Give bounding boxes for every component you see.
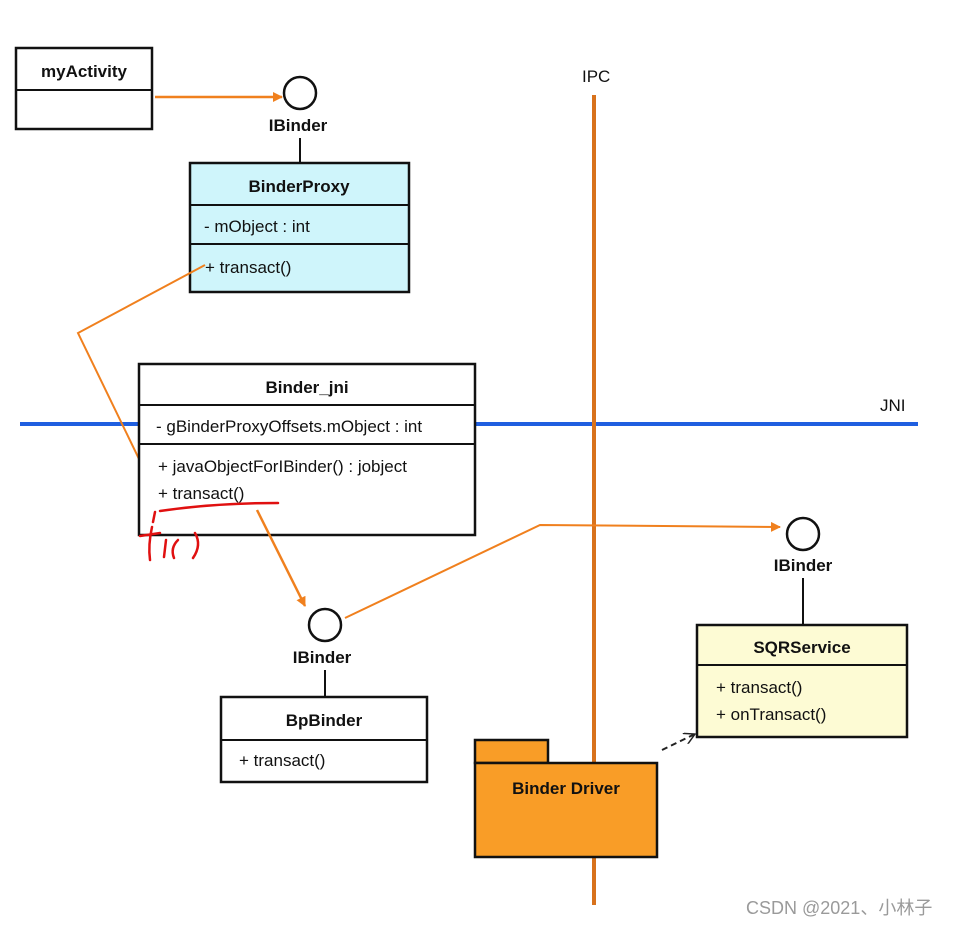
- class-name: myActivity: [41, 62, 128, 81]
- handwritten-annotation: [138, 501, 280, 562]
- call-arrow: [76, 264, 206, 493]
- class-myactivity: myActivity: [14, 46, 154, 131]
- class-binderproxy: BinderProxy - mObject : int + transact(): [188, 161, 411, 294]
- svg-text:SQRService: SQRService: [753, 638, 850, 657]
- dependency-arrow: [661, 734, 695, 751]
- jni-label: JNI: [880, 396, 906, 415]
- class-bpbinder: BpBinder + transact(): [219, 695, 429, 784]
- method: + onTransact(): [716, 705, 826, 724]
- method: + transact(): [239, 751, 325, 770]
- ibinder-interface-icon: [307, 607, 343, 643]
- method: + transact(): [158, 484, 244, 503]
- ibinder-interface-icon: [282, 75, 318, 111]
- ipc-label: IPC: [582, 67, 610, 86]
- svg-text:BinderProxy: BinderProxy: [248, 177, 350, 196]
- method: + javaObjectForIBinder() : jobject: [158, 457, 407, 476]
- svg-text:Binder_jni: Binder_jni: [265, 378, 348, 397]
- svg-text:BpBinder: BpBinder: [286, 711, 363, 730]
- call-arrow: [255, 509, 307, 607]
- ipc-call-arrow: [344, 521, 781, 619]
- method: + transact(): [716, 678, 802, 697]
- class-sqrservice: SQRService + transact() + onTransact(): [695, 623, 909, 739]
- ibinder-label: IBinder: [774, 556, 833, 575]
- attribute: - gBinderProxyOffsets.mObject : int: [156, 417, 422, 436]
- svg-text:Binder Driver: Binder Driver: [512, 779, 620, 798]
- method: + transact(): [205, 258, 291, 277]
- class-binder-jni: Binder_jni - gBinderProxyOffsets.mObject…: [137, 362, 477, 537]
- ibinder-label: IBinder: [269, 116, 328, 135]
- package-binder-driver: Binder Driver: [473, 738, 659, 859]
- ibinder-label: IBinder: [293, 648, 352, 667]
- watermark: CSDN @2021、小林子: [746, 898, 932, 918]
- attribute: - mObject : int: [204, 217, 310, 236]
- ibinder-interface-icon: [785, 516, 821, 552]
